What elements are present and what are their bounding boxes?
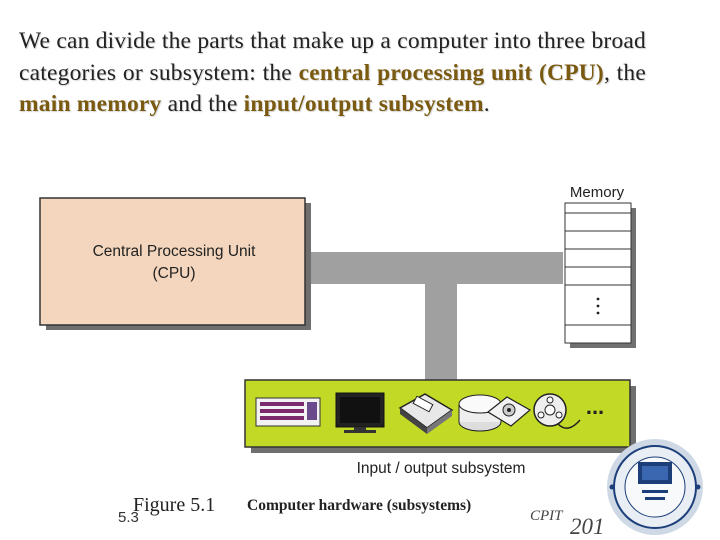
keyboard-icon	[255, 397, 321, 427]
course-brand: CPIT	[530, 508, 563, 524]
intro-text: and the	[161, 91, 244, 117]
system-bus	[305, 252, 563, 384]
io-ellipsis: ...	[586, 394, 604, 419]
keyword-main-memory: main memory	[19, 91, 162, 117]
tape-reel-icon	[533, 393, 581, 429]
disk-drive-icon	[458, 394, 502, 432]
intro-paragraph: We can divide the parts that make up a c…	[19, 26, 646, 121]
figure-caption: Figure 5.1	[133, 494, 216, 516]
io-label: Input / output subsystem	[357, 460, 526, 477]
intro-text: We can divide the parts that make up a c…	[19, 28, 646, 86]
cpu-label-line2: (CPU)	[152, 265, 195, 282]
slide-number: 5.3	[118, 509, 139, 526]
cd-drive-icon	[486, 396, 532, 427]
printer-icon	[398, 393, 454, 434]
course-year: 201	[570, 514, 605, 539]
memory-label: Memory	[570, 184, 625, 201]
figure-description: Computer hardware (subsystems)	[247, 497, 472, 514]
monitor-icon	[335, 392, 385, 433]
intro-text: , the	[603, 59, 646, 86]
university-seal-icon	[607, 439, 703, 535]
cpu-label-line1: Central Processing Unit	[93, 243, 257, 260]
keyword-cpu: central processing unit (CPU)	[298, 59, 604, 86]
intro-text: .	[483, 91, 490, 117]
cpu-box: Central Processing Unit (CPU)	[39, 197, 311, 330]
memory-stack	[564, 202, 636, 348]
keyword-io-subsystem: input/output subsystem	[243, 91, 484, 117]
